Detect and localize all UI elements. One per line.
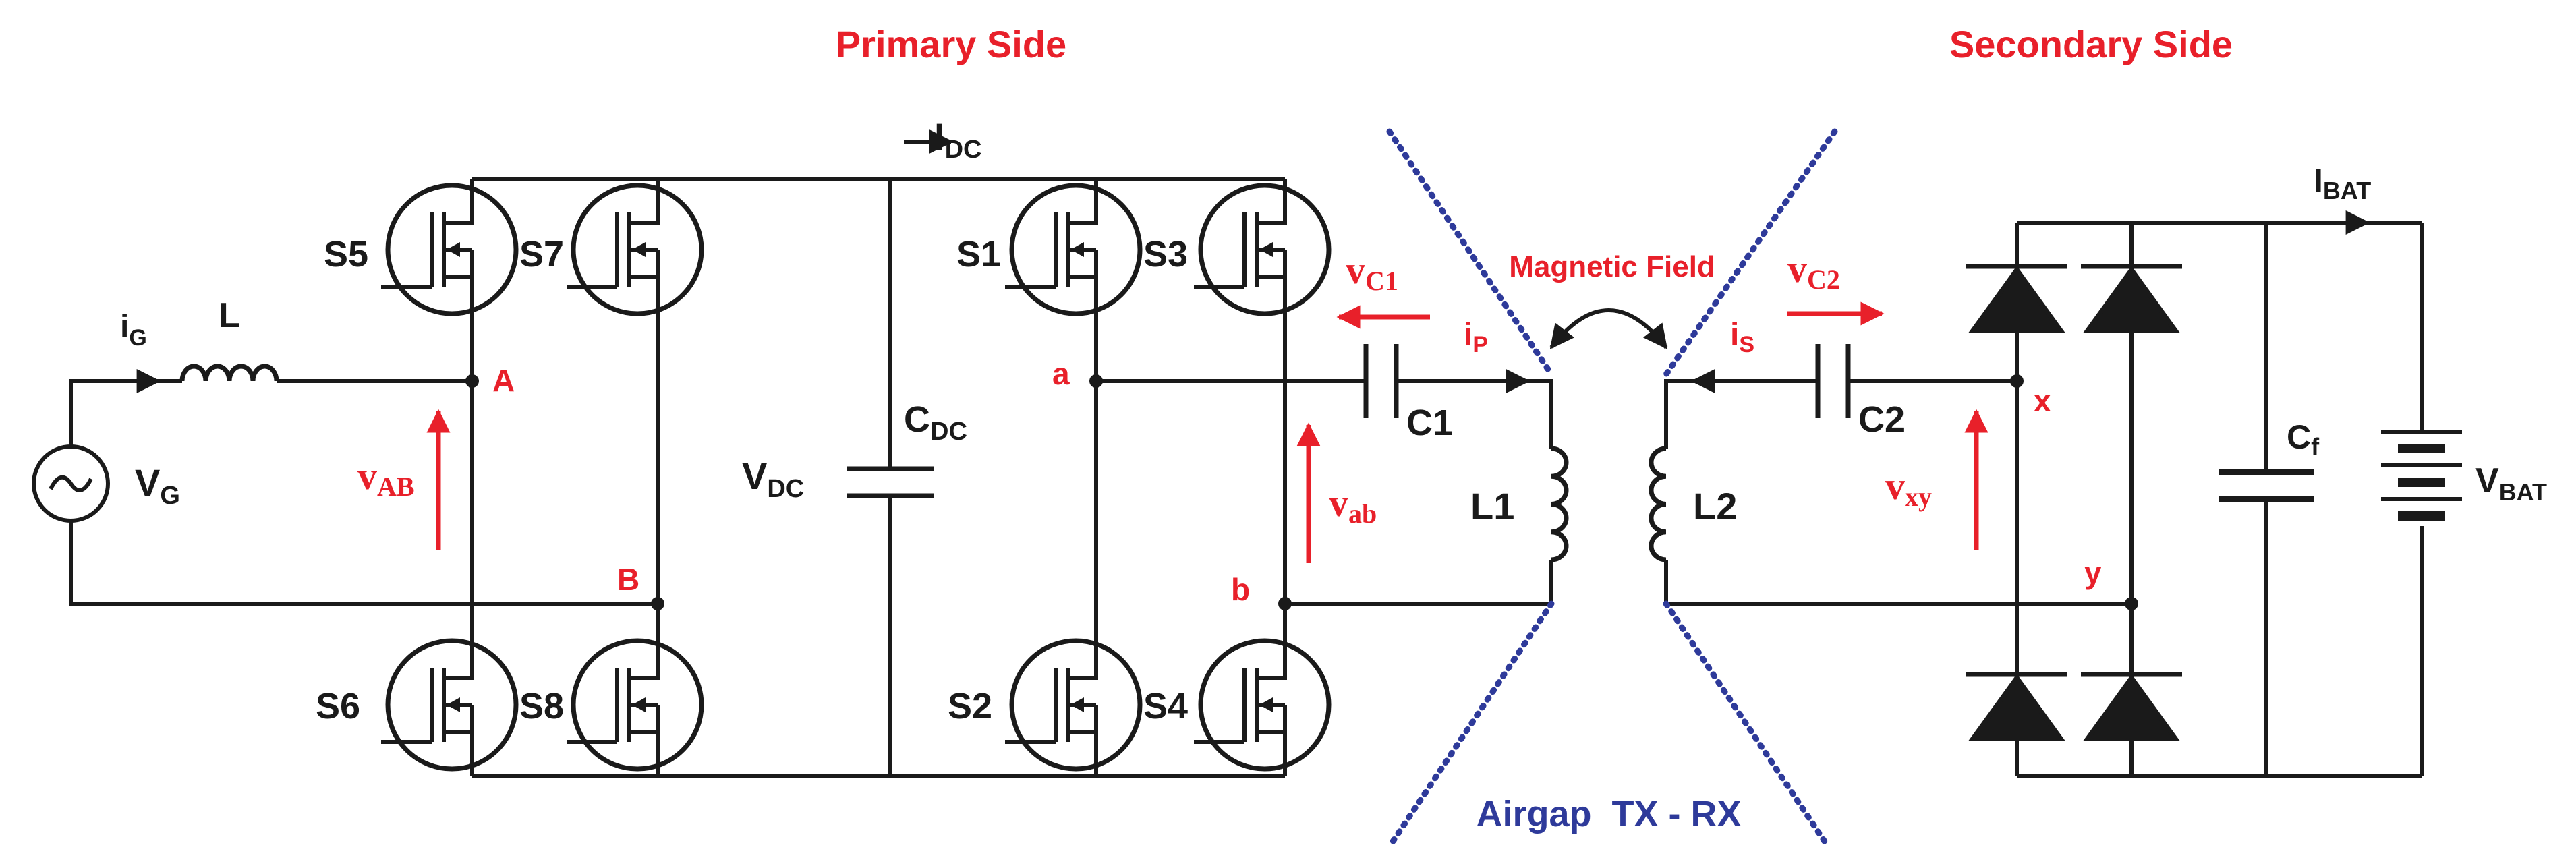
mosfet-switch-s8-icon bbox=[567, 638, 704, 772]
series-capacitor-c2 bbox=[1815, 344, 1851, 418]
vab-label: vab bbox=[1329, 481, 1377, 529]
c2-label: C2 bbox=[1858, 399, 1905, 440]
primary-current-label: iP bbox=[1464, 317, 1488, 357]
node-dot-b bbox=[1278, 597, 1292, 610]
dc-voltage-label: VDC bbox=[742, 455, 804, 503]
node-dot-a bbox=[1089, 374, 1103, 388]
airgap-label: Airgap TX - RX bbox=[1476, 794, 1741, 834]
switch-labels: S5 S7 S1 S3 S6 S8 S2 S4 bbox=[316, 234, 1188, 726]
vxy-label: vxy bbox=[1885, 464, 1932, 512]
switch-label-s7: S7 bbox=[519, 234, 564, 275]
c1-label: C1 bbox=[1406, 403, 1453, 443]
primary-side-heading: Primary Side bbox=[836, 23, 1066, 65]
node-dot-A bbox=[465, 374, 479, 388]
node-label-y: y bbox=[2084, 555, 2102, 590]
switch-label-s1: S1 bbox=[956, 234, 1001, 275]
junction-dots bbox=[465, 374, 2138, 610]
switch-label-s2: S2 bbox=[948, 686, 992, 726]
vAB-label: vAB bbox=[357, 454, 415, 502]
switch-label-s4: S4 bbox=[1143, 686, 1188, 726]
l1-label: L1 bbox=[1470, 485, 1514, 527]
airgap-boundaries bbox=[1386, 128, 1838, 850]
node-dot-x bbox=[2010, 374, 2024, 388]
node-dot-y bbox=[2125, 597, 2138, 610]
cf-label: Cf bbox=[2287, 418, 2320, 461]
mosfet-switch-s4-icon bbox=[1194, 638, 1332, 772]
mosfet-switch-s2-icon bbox=[1005, 638, 1143, 772]
magnetic-field-label: Magnetic Field bbox=[1509, 250, 1715, 283]
node-label-b: b bbox=[1231, 572, 1250, 607]
secondary-current-label: iS bbox=[1730, 317, 1754, 357]
mosfet-switch-s7-icon bbox=[567, 183, 704, 316]
node-labels: A B a b x y bbox=[492, 356, 2102, 607]
switch-label-s5: S5 bbox=[324, 234, 368, 275]
dc-current-label: IDC bbox=[934, 115, 981, 164]
ac-source bbox=[32, 444, 110, 523]
node-label-A: A bbox=[492, 363, 515, 398]
output-filter-capacitor bbox=[2219, 469, 2314, 502]
primary-coil-l1 bbox=[1551, 446, 1569, 562]
diode-lower-right bbox=[2081, 672, 2182, 741]
diode-upper-right bbox=[2081, 264, 2182, 333]
battery-icon bbox=[2381, 430, 2462, 521]
l2-label: L2 bbox=[1693, 485, 1737, 527]
switch-label-s6: S6 bbox=[316, 686, 360, 726]
mosfet-switch-s6-icon bbox=[381, 638, 519, 772]
vC1-label: vC1 bbox=[1346, 248, 1398, 296]
secondary-side-heading: Secondary Side bbox=[1949, 23, 2233, 65]
node-label-x: x bbox=[2034, 383, 2051, 418]
diode-lower-left bbox=[1966, 672, 2067, 741]
vC2-label: vC2 bbox=[1787, 247, 1840, 295]
source-voltage-label: VG bbox=[135, 461, 180, 510]
node-label-B: B bbox=[617, 562, 639, 597]
mosfet-switch-s3-icon bbox=[1194, 183, 1332, 316]
inductor-label: L bbox=[219, 296, 240, 335]
battery-current-label: IBAT bbox=[2314, 162, 2371, 204]
magnetic-field-arrow bbox=[1549, 308, 1668, 349]
switch-label-s8: S8 bbox=[519, 686, 564, 726]
battery-voltage-label: VBAT bbox=[2475, 461, 2547, 506]
switch-label-s3: S3 bbox=[1143, 234, 1188, 275]
diode-upper-left bbox=[1966, 264, 2067, 333]
input-current-label: iG bbox=[120, 309, 147, 351]
mosfet-switches bbox=[381, 183, 1332, 772]
secondary-coil-l2 bbox=[1649, 446, 1667, 562]
mosfet-switch-s5-icon bbox=[381, 183, 519, 316]
node-dot-B bbox=[651, 597, 664, 610]
dc-link-capacitor bbox=[847, 466, 934, 498]
input-inductor-coil bbox=[179, 364, 279, 382]
dc-capacitor-label: CDC bbox=[904, 399, 967, 446]
rectifier-diodes bbox=[1966, 264, 2182, 741]
mosfet-switch-s1-icon bbox=[1005, 183, 1143, 316]
series-capacitor-c1 bbox=[1363, 344, 1399, 418]
node-label-a: a bbox=[1052, 356, 1070, 391]
